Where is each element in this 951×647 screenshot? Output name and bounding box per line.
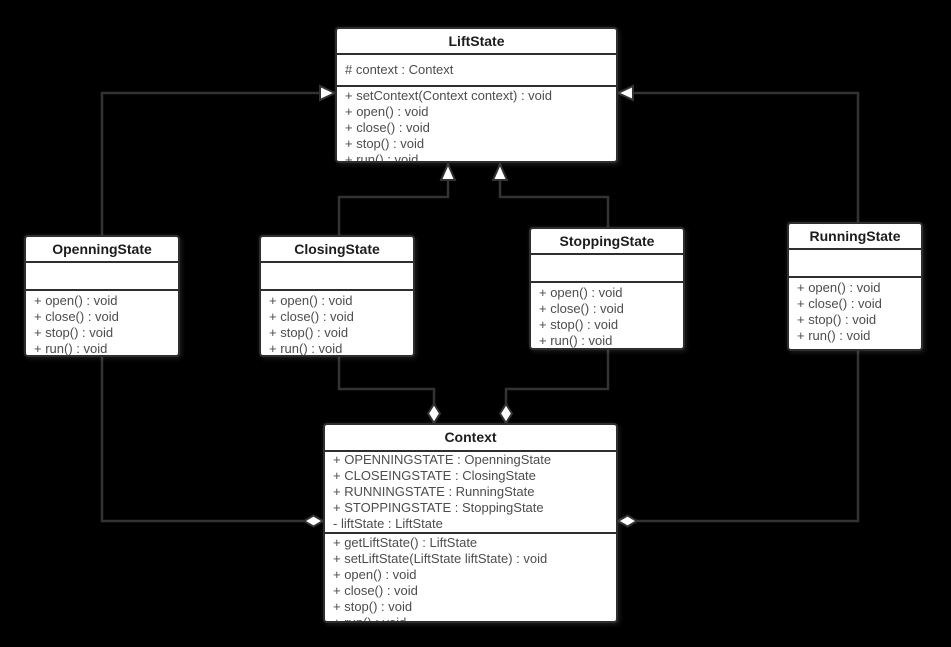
class-member: + setLiftState(LiftState liftState) : vo… [333,551,548,566]
class-methods: + open() : void+ close() : void+ stop() … [789,278,921,344]
class-member: + close() : void [269,309,354,324]
class-member: + run() : void [797,328,871,343]
inheritance-arrow-icon [491,161,509,181]
class-member: + open() : void [34,293,118,308]
class-attributes [26,263,178,291]
class-member: + STOPPINGSTATE : StoppingState [333,500,544,515]
aggregation-connector-closingstate-context[interactable] [337,355,442,425]
class-box-liftstate[interactable]: LiftState # context : Context + setConte… [335,27,618,163]
class-member: + close() : void [34,309,119,324]
class-member: + run() : void [345,152,419,163]
class-member: + OPENNINGSTATE : OpenningState [333,452,552,467]
generalization-connector-closingstate-liftstate[interactable] [337,161,457,237]
aggregation-connector-runningstate-context[interactable] [616,349,860,528]
class-attributes: # context : Context [337,55,616,87]
aggregation-diamond-icon [616,514,639,528]
class-title: OpenningState [26,237,178,263]
class-title: Context [325,425,616,452]
class-member: + stop() : void [34,325,114,340]
class-box-stoppingstate[interactable]: StoppingState + open() : void+ close() :… [529,227,685,350]
class-member: + run() : void [333,615,407,623]
class-member: + run() : void [269,341,343,356]
class-member: + CLOSEINGSTATE : ClosingState [333,468,536,483]
class-member: + open() : void [333,567,417,582]
class-box-closingstate[interactable]: ClosingState + open() : void+ close() : … [259,235,415,357]
class-member: + setContext(Context context) : void [345,88,553,103]
class-methods: + open() : void+ close() : void+ stop() … [261,291,413,356]
class-attributes [789,250,921,278]
class-attributes [531,255,683,283]
aggregation-connector-stoppingstate-context[interactable] [498,348,610,425]
class-member: + RUNNINGSTATE : RunningState [333,484,535,499]
class-member: + getLiftState() : LiftState [333,535,478,550]
class-member: + open() : void [345,104,429,119]
class-member: - liftState : LiftState [333,516,443,531]
inheritance-arrow-icon [319,84,338,102]
inheritance-arrow-icon [439,161,457,181]
class-member: # context : Context [345,62,454,77]
class-member: + close() : void [797,296,882,311]
class-member: + open() : void [269,293,353,308]
class-box-openningstate[interactable]: OpenningState + open() : void+ close() :… [24,235,180,357]
class-member: + run() : void [539,333,613,348]
aggregation-diamond-icon [426,402,442,425]
class-member: + stop() : void [333,599,413,614]
class-methods: + setContext(Context context) : void+ op… [337,87,616,163]
class-member: + close() : void [345,120,430,135]
class-member: + open() : void [539,285,623,300]
class-title: LiftState [337,29,616,55]
aggregation-diamond-icon [498,402,514,425]
class-member: + stop() : void [269,325,349,340]
generalization-connector-runningstate-liftstate[interactable] [615,84,860,224]
class-member: + stop() : void [345,136,425,151]
class-title: ClosingState [261,237,413,263]
class-box-runningstate[interactable]: RunningState + open() : void+ close() : … [787,222,923,351]
class-member: + close() : void [539,301,624,316]
generalization-connector-stoppingstate-liftstate[interactable] [491,161,610,229]
aggregation-diamond-icon [302,514,325,528]
class-member: + stop() : void [539,317,619,332]
class-member: + close() : void [333,583,418,598]
aggregation-connector-openningstate-context[interactable] [100,355,325,528]
generalization-connector-openningstate-liftstate[interactable] [100,84,338,237]
class-member: + run() : void [34,341,108,356]
class-methods: + open() : void+ close() : void+ stop() … [26,291,178,356]
class-member: + stop() : void [797,312,877,327]
class-methods: + open() : void+ close() : void+ stop() … [531,283,683,348]
class-title: StoppingState [531,229,683,255]
class-methods: + getLiftState() : LiftState+ setLiftSta… [325,534,616,623]
inheritance-arrow-icon [615,84,634,102]
class-attributes [261,263,413,291]
class-box-context[interactable]: Context + OPENNINGSTATE : OpenningState+… [323,423,618,623]
class-attributes: + OPENNINGSTATE : OpenningState+ CLOSEIN… [325,452,616,534]
class-member: + open() : void [797,280,881,295]
class-title: RunningState [789,224,921,250]
